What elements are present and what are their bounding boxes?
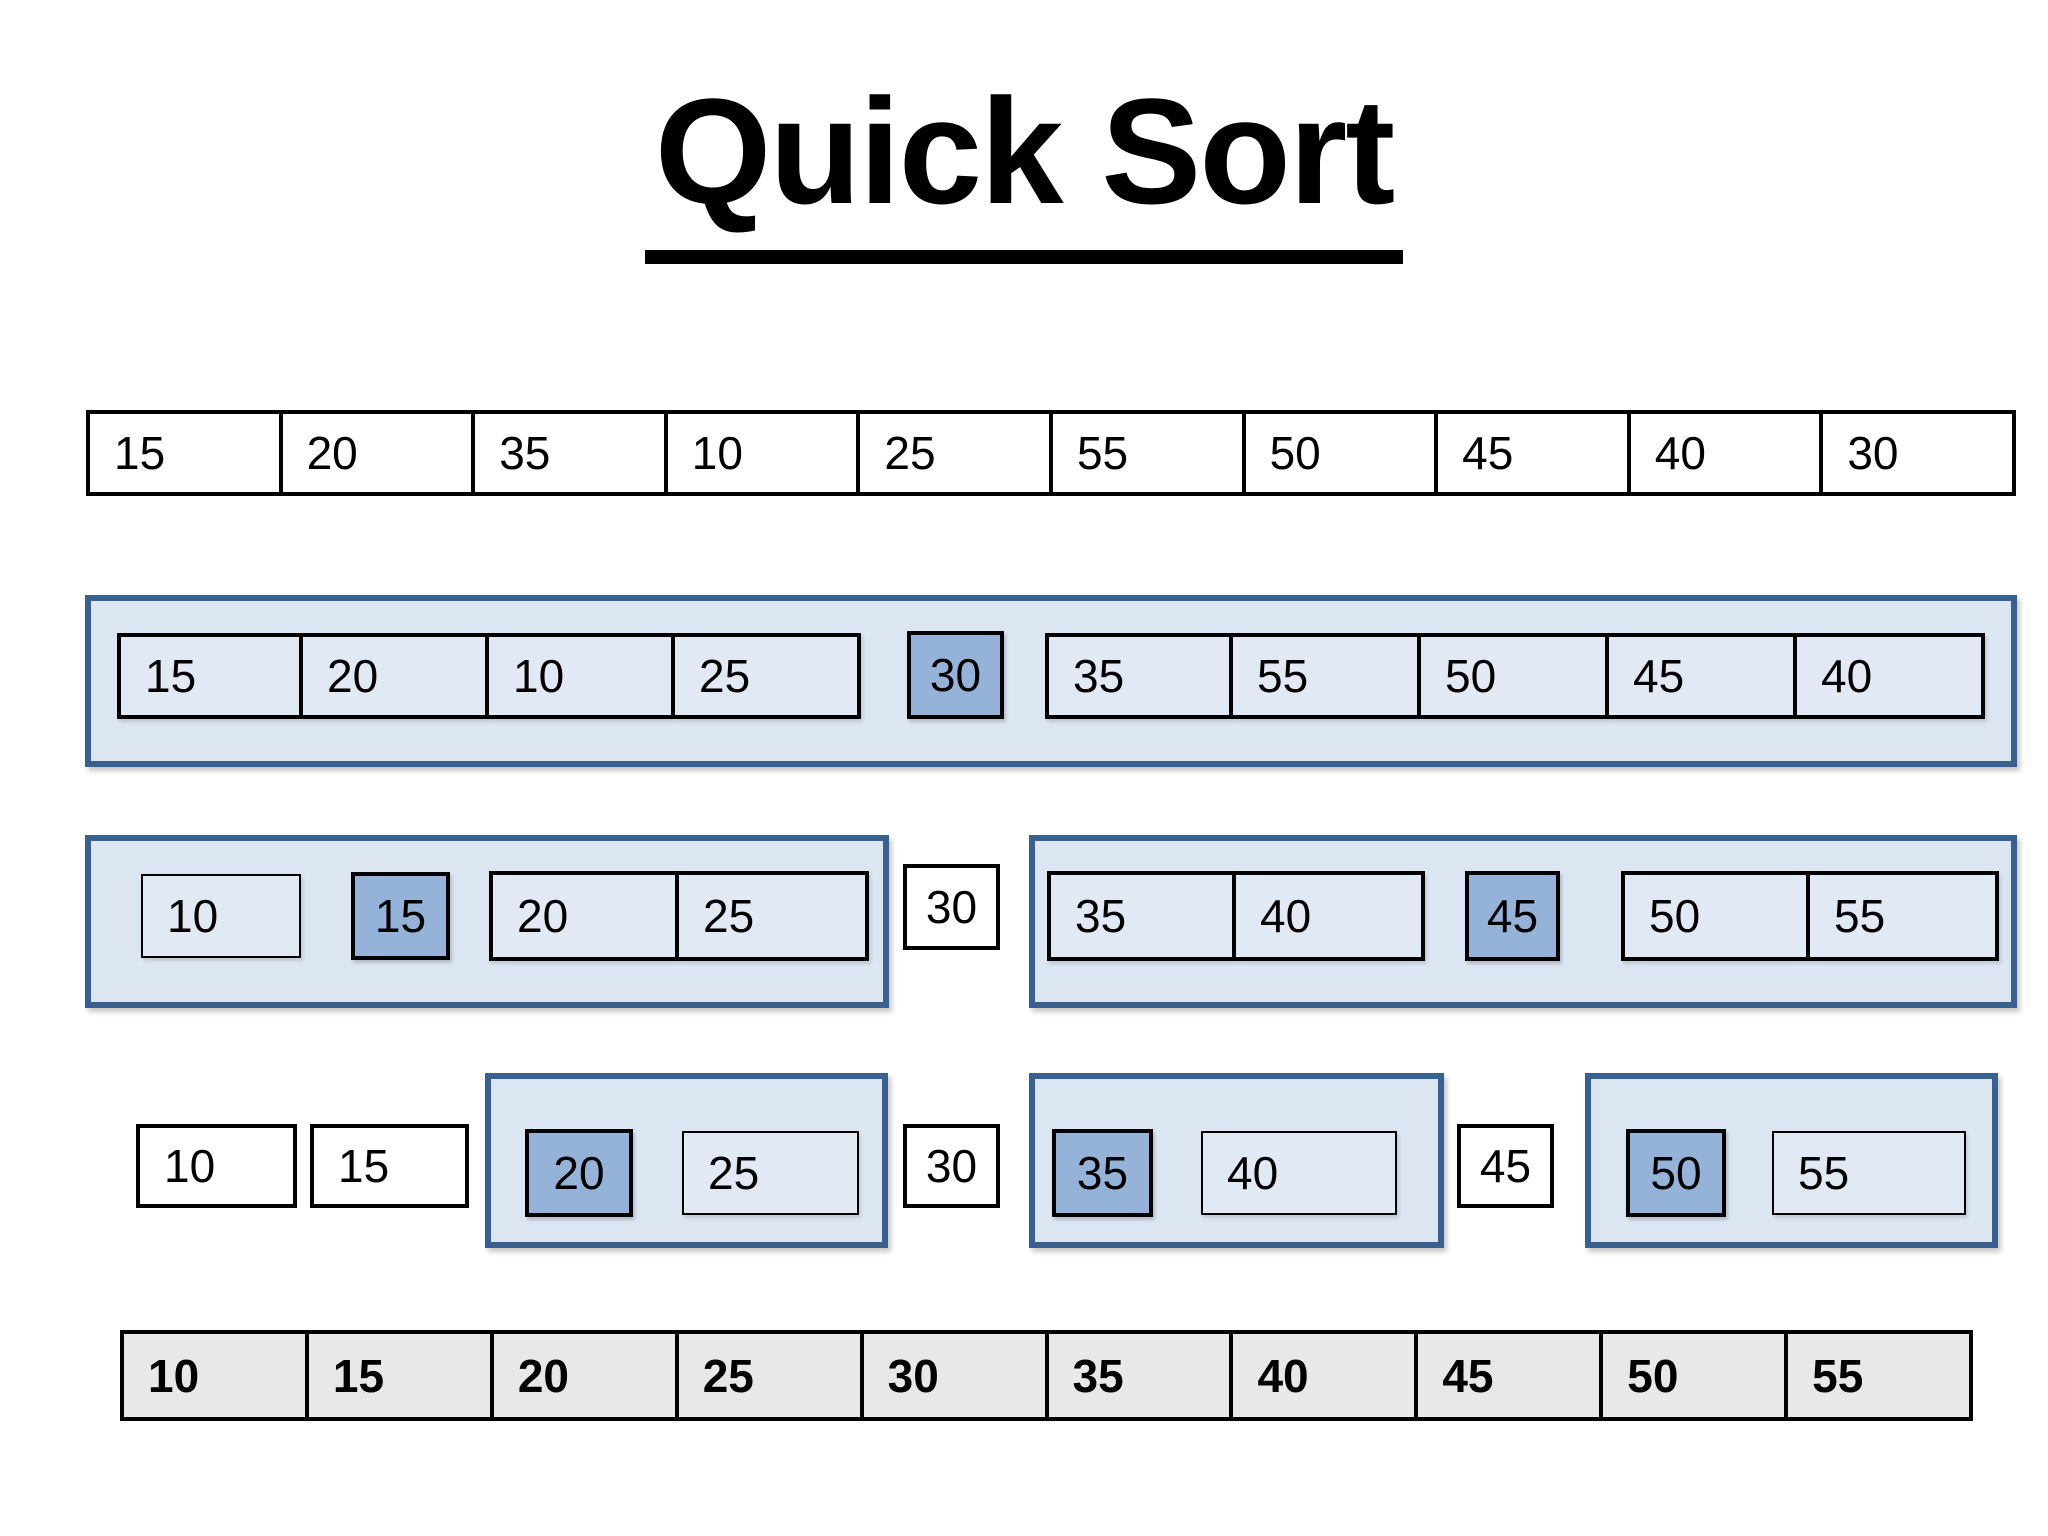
partition-cell: 40 <box>1797 633 1985 719</box>
partition-cell: 50 <box>1621 871 1810 961</box>
pass2-right-partition-low: 35 40 <box>1047 871 1425 961</box>
pass2-left-partition: 20 25 <box>489 871 869 961</box>
partition-cell: 45 <box>1609 633 1797 719</box>
initial-cell: 55 <box>1052 410 1246 496</box>
initial-cell: 20 <box>282 410 476 496</box>
final-sorted-array: 10 15 20 25 30 35 40 45 50 55 <box>120 1330 1974 1421</box>
placed-cell-10: 10 <box>136 1124 297 1208</box>
final-cell: 15 <box>308 1330 494 1421</box>
pass3-container-35-40: 35 40 <box>1029 1073 1444 1248</box>
page-title: Quick Sort <box>644 58 1404 264</box>
pass3-container-50-55: 50 55 <box>1585 1073 1998 1248</box>
final-cell: 30 <box>863 1330 1049 1421</box>
placed-cell-45: 45 <box>1457 1124 1554 1208</box>
final-cell: 20 <box>493 1330 679 1421</box>
pass3-container-20-25: 20 25 <box>485 1073 888 1248</box>
pivot-cell-35: 35 <box>1052 1129 1153 1217</box>
final-cell: 40 <box>1233 1330 1419 1421</box>
pivot-cell-30: 30 <box>907 631 1004 719</box>
initial-cell: 10 <box>667 410 861 496</box>
placed-cell-30: 30 <box>903 864 1000 950</box>
initial-cell: 30 <box>1823 410 2016 496</box>
final-cell: 55 <box>1788 1330 1974 1421</box>
initial-cell: 25 <box>860 410 1053 496</box>
pass1-container: 15 20 10 25 30 35 55 50 45 40 <box>85 595 2017 767</box>
pivot-cell-50: 50 <box>1626 1129 1726 1217</box>
pivot-cell-20: 20 <box>525 1129 633 1217</box>
partition-cell: 25 <box>679 871 869 961</box>
partition-cell: 25 <box>682 1131 859 1215</box>
partition-cell: 35 <box>1047 871 1236 961</box>
partition-cell: 20 <box>489 871 679 961</box>
partition-cell: 35 <box>1045 633 1233 719</box>
partition-cell: 50 <box>1421 633 1609 719</box>
partition-cell: 55 <box>1233 633 1421 719</box>
partition-cell: 55 <box>1772 1131 1966 1215</box>
initial-cell: 35 <box>475 410 668 496</box>
partition-cell: 10 <box>141 874 301 958</box>
initial-cell: 15 <box>86 410 283 496</box>
pass2-right-container: 35 40 45 50 55 <box>1029 835 2017 1008</box>
final-cell: 25 <box>678 1330 864 1421</box>
initial-cell: 40 <box>1630 410 1824 496</box>
pass1-left-partition: 15 20 10 25 <box>117 633 861 719</box>
final-cell: 45 <box>1418 1330 1604 1421</box>
pivot-cell-15: 15 <box>351 872 450 960</box>
partition-cell: 15 <box>117 633 303 719</box>
initial-cell: 45 <box>1438 410 1631 496</box>
final-cell: 10 <box>120 1330 309 1421</box>
partition-cell: 10 <box>489 633 675 719</box>
partition-cell: 40 <box>1236 871 1425 961</box>
final-cell: 35 <box>1048 1330 1234 1421</box>
pass2-left-container: 10 15 20 25 <box>85 835 889 1008</box>
partition-cell: 25 <box>675 633 861 719</box>
initial-cell: 50 <box>1245 410 1439 496</box>
partition-cell: 40 <box>1201 1131 1397 1215</box>
placed-cell-30-row4: 30 <box>903 1124 1000 1208</box>
pivot-cell-45: 45 <box>1465 871 1560 961</box>
placed-cell-15: 15 <box>310 1124 469 1208</box>
pass2-right-partition-high: 50 55 <box>1621 871 1999 961</box>
title-area: Quick Sort <box>0 58 2048 264</box>
pass1-right-partition: 35 55 50 45 40 <box>1045 633 1985 719</box>
final-cell: 50 <box>1603 1330 1789 1421</box>
partition-cell: 20 <box>303 633 489 719</box>
partition-cell: 55 <box>1810 871 1999 961</box>
initial-array: 15 20 35 10 25 55 50 45 40 30 <box>86 410 2016 496</box>
